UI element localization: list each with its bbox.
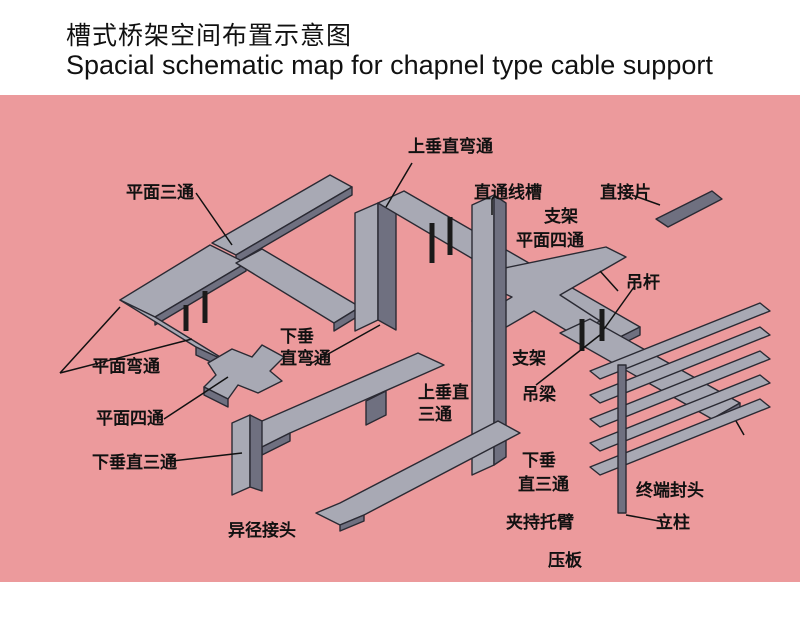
label-straight-connector: 直接片	[600, 183, 651, 203]
label-planar-four-way-right: 平面四通	[516, 231, 584, 251]
label-reducer: 异径接头	[228, 521, 296, 541]
label-bracket-mid: 支架	[512, 349, 546, 369]
label-bracket-top: 支架	[544, 207, 578, 227]
label-hanging-beam: 吊梁	[522, 385, 556, 405]
label-down-vertical-tee-right-line2: 直三通	[518, 475, 569, 495]
title-english: Spacial schematic map for chapnel type c…	[66, 50, 713, 80]
label-column: 立柱	[656, 513, 690, 533]
label-suspension-rod: 吊杆	[626, 273, 660, 293]
label-planar-tee: 平面三通	[126, 183, 194, 203]
tray-top-left-run	[211, 174, 353, 256]
label-up-vertical-tee-line1: 上垂直	[418, 383, 469, 403]
label-down-vertical-elbow-line1: 下垂	[280, 327, 314, 347]
label-planar-four-way-left: 平面四通	[96, 409, 164, 429]
label-up-vertical-elbow: 上垂直弯通	[408, 137, 493, 157]
diagram-canvas: 上垂直弯通 平面三通 直通线槽 直接片 支架 平面四通 吊杆 下垂 直弯通 平面…	[0, 95, 800, 582]
label-down-vertical-tee-left: 下垂直三通	[92, 453, 177, 473]
label-straight-trough: 直通线槽	[474, 183, 542, 203]
tray-down-vertical-tee-left	[231, 414, 251, 496]
tray-vertical-riser-upper	[354, 202, 379, 332]
tray-left-diagonal	[235, 248, 361, 324]
label-up-vertical-tee-line2: 三通	[418, 405, 452, 425]
label-planar-elbow: 平面弯通	[92, 357, 160, 377]
label-down-vertical-elbow-line2: 直弯通	[280, 349, 331, 369]
label-down-vertical-tee-right-line1: 下垂	[522, 451, 556, 471]
tray-up-vertical-tee	[365, 390, 387, 426]
straight-connector-piece	[655, 190, 723, 228]
label-clamping-arm: 夹持托臂	[506, 513, 574, 533]
label-pressure-plate: 压板	[548, 551, 582, 571]
support-rack	[589, 302, 771, 514]
tray-reducer-run	[315, 420, 521, 526]
tray-planar-four-way-left	[203, 344, 285, 400]
label-end-cap: 终端封头	[636, 481, 704, 501]
title-chinese: 槽式桥架空间布置示意图	[66, 21, 353, 50]
cable-tray-drawing	[59, 162, 771, 532]
